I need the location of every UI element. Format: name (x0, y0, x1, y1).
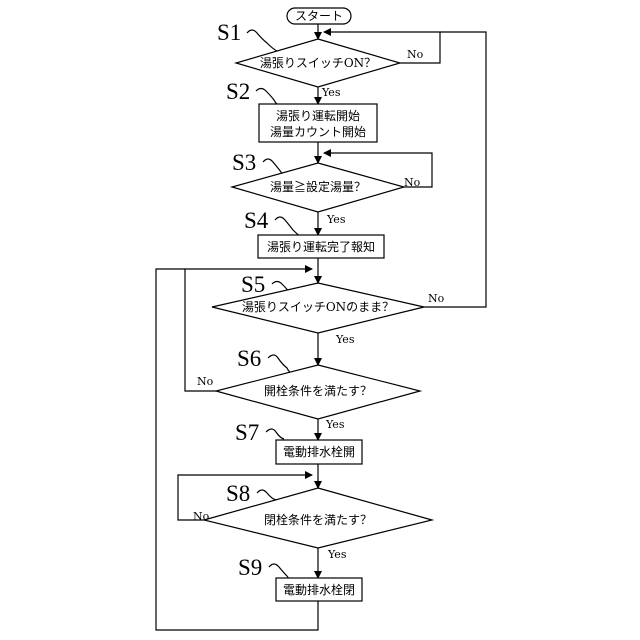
s9-label: 電動排水栓閉 (283, 582, 355, 597)
s2-label-line2: 湯量カウント開始 (270, 125, 366, 139)
s6-yes-label: Yes (325, 418, 345, 431)
s5-label: 湯張りスイッチONのまま？ (242, 300, 394, 314)
s3-no-label: No (404, 176, 421, 189)
s4-id: S4 (244, 208, 269, 233)
s7-id: S7 (235, 420, 259, 445)
s2-label-line1: 湯張り運転開始 (276, 109, 360, 123)
s9-id: S9 (238, 555, 262, 580)
step-s9-process: 電動排水栓閉 (276, 578, 362, 601)
step-s1-decision: 湯張りスイッチON？ (236, 39, 400, 87)
s7-label: 電動排水栓開 (283, 444, 355, 459)
s3-yes-label: Yes (326, 213, 346, 226)
step-s4-process: 湯張り運転完了報知 (258, 235, 384, 258)
s1-no-label: No (407, 48, 424, 61)
s6-no-label: No (197, 375, 214, 388)
s3-id: S3 (232, 150, 256, 175)
s3-label: 湯量≧設定湯量？ (270, 179, 366, 194)
start-label: スタート (295, 9, 343, 23)
s8-no-label: No (193, 510, 210, 523)
s5-yes-label: Yes (335, 333, 355, 346)
s4-label: 湯張り運転完了報知 (267, 239, 375, 254)
s8-label: 閉栓条件を満たす？ (264, 512, 372, 527)
s6-label: 開栓条件を満たす？ (264, 383, 372, 398)
s6-id: S6 (237, 346, 261, 371)
step-s3-decision: 湯量≧設定湯量？ (232, 163, 404, 212)
start-terminal: スタート (287, 8, 351, 24)
s1-label: 湯張りスイッチON？ (260, 56, 376, 70)
s1-id: S1 (217, 20, 241, 45)
step-s7-process: 電動排水栓開 (276, 440, 362, 464)
s1-yes-label: Yes (321, 86, 341, 99)
s5-id: S5 (241, 272, 265, 297)
step-s2-process: 湯張り運転開始 湯量カウント開始 (259, 104, 377, 142)
s2-id: S2 (226, 79, 250, 104)
step-s6-decision: 開栓条件を満たす？ (216, 365, 420, 419)
s5-no-label: No (428, 292, 445, 305)
s8-id: S8 (226, 481, 250, 506)
s8-yes-label: Yes (327, 548, 347, 561)
